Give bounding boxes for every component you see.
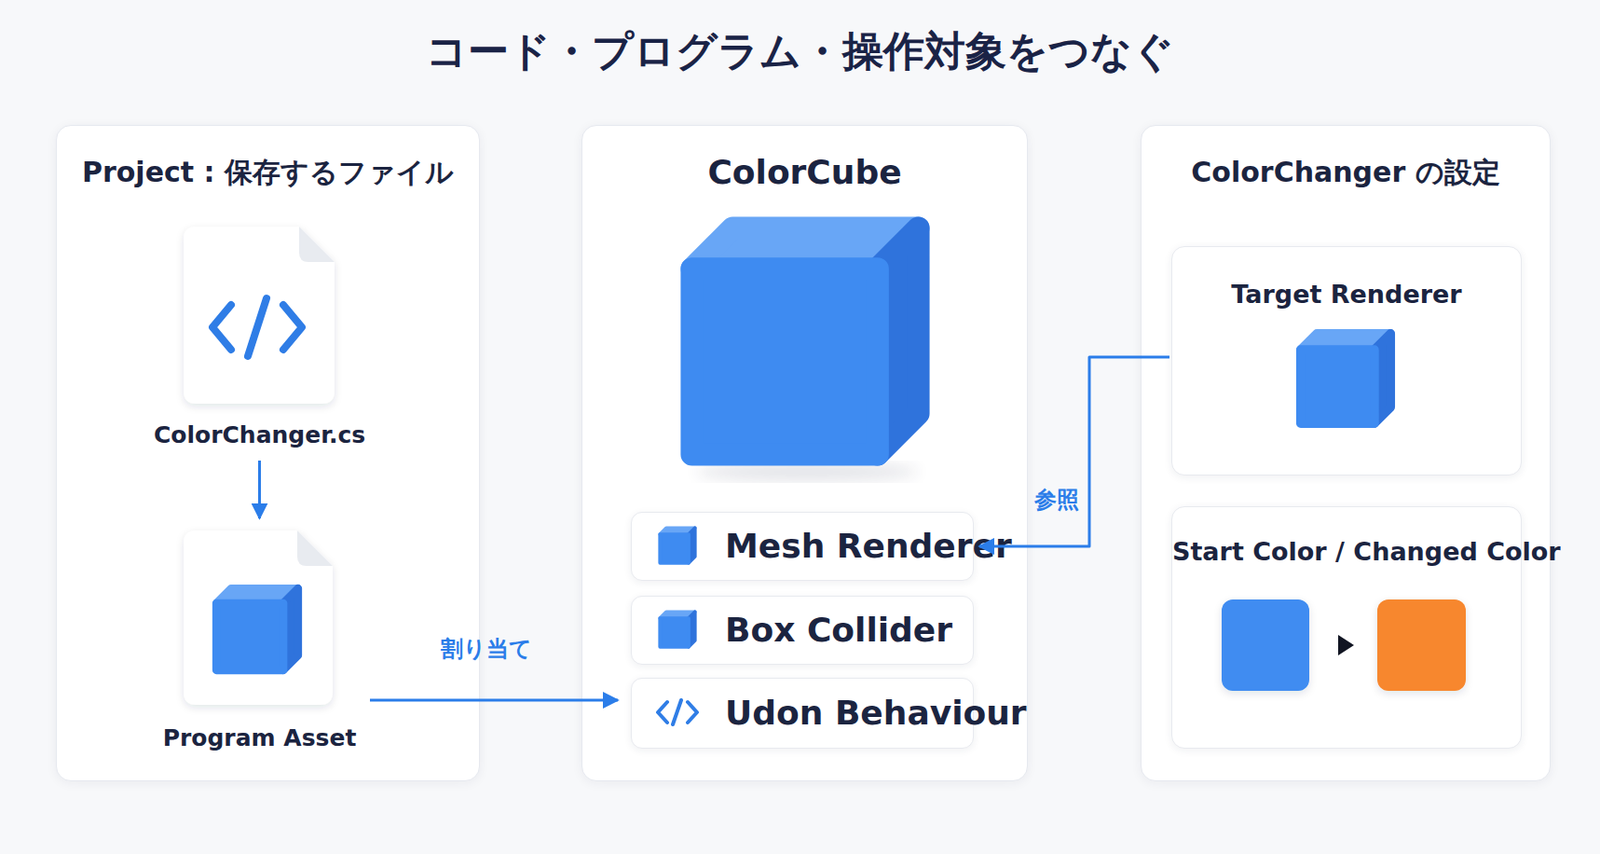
node-label: ColorCube: [582, 155, 1027, 190]
object-panel: ColorCubeMesh RendererBox ColliderUdon B…: [581, 124, 1028, 781]
asset-card: [183, 530, 333, 705]
cube-shadow: [695, 462, 919, 481]
udon-icon-slash: [672, 699, 682, 725]
udon-icon-left: [657, 701, 668, 723]
node-label: Mesh Renderer: [724, 532, 1012, 561]
connector-label: 参照: [1034, 485, 1080, 514]
component-row: Mesh Renderer: [630, 511, 974, 581]
asset-card-body: [183, 530, 333, 705]
asset-card-fold: [297, 530, 333, 566]
diagram-title: コード・プログラム・操作対象をつなぐ: [0, 20, 1600, 83]
code-icon-slash: [247, 298, 267, 356]
color-cube-illustration: [692, 228, 919, 455]
node-label: ColorChanger.cs: [153, 421, 366, 450]
node-label: Start Color / Changed Color: [1172, 535, 1521, 568]
node-label: Target Renderer: [1172, 278, 1521, 311]
component-row: Udon Behaviour: [630, 677, 974, 749]
file-card-body: [183, 226, 335, 404]
node-label: ColorChanger の設定: [1141, 155, 1550, 190]
file-card: [183, 226, 335, 404]
settings-panel: ColorChanger の設定 Target RendererStart Col…: [1140, 124, 1551, 781]
changed-color-swatch: [1377, 599, 1466, 691]
node-label: Program Asset: [163, 724, 357, 753]
code-icon-right: [283, 304, 302, 350]
program-asset: Program Asset: [154, 531, 365, 756]
project-panel: Project : 保存するファイル ColorChanger.csProgram…: [55, 124, 480, 781]
asset-cube-icon: [216, 588, 299, 671]
mesh-renderer-icon: [659, 527, 696, 563]
start-color-swatch: [1221, 599, 1310, 691]
node-label: Box Collider: [724, 615, 953, 644]
file-card-fold: [299, 226, 335, 262]
setting-card: Target Renderer: [1171, 246, 1522, 476]
connector-arrow: [979, 356, 1170, 547]
code-icon-left: [212, 304, 232, 350]
change-triangle: [1338, 634, 1354, 656]
connector-arrow: [369, 698, 618, 702]
code-icon: [212, 298, 302, 356]
box-collider-icon: [659, 611, 696, 647]
target-renderer-cube: [1300, 333, 1391, 424]
udon-icon-right: [687, 701, 698, 723]
setting-card: Start Color / Changed Color: [1171, 505, 1522, 749]
script-file: ColorChanger.cs: [154, 227, 365, 453]
component-row: Box Collider: [630, 595, 974, 665]
node-label: Project : 保存するファイル: [56, 155, 479, 190]
connector-arrow: [258, 460, 261, 519]
udon-code-icon: [657, 699, 698, 725]
node-label: Udon Behaviour: [724, 698, 1027, 727]
